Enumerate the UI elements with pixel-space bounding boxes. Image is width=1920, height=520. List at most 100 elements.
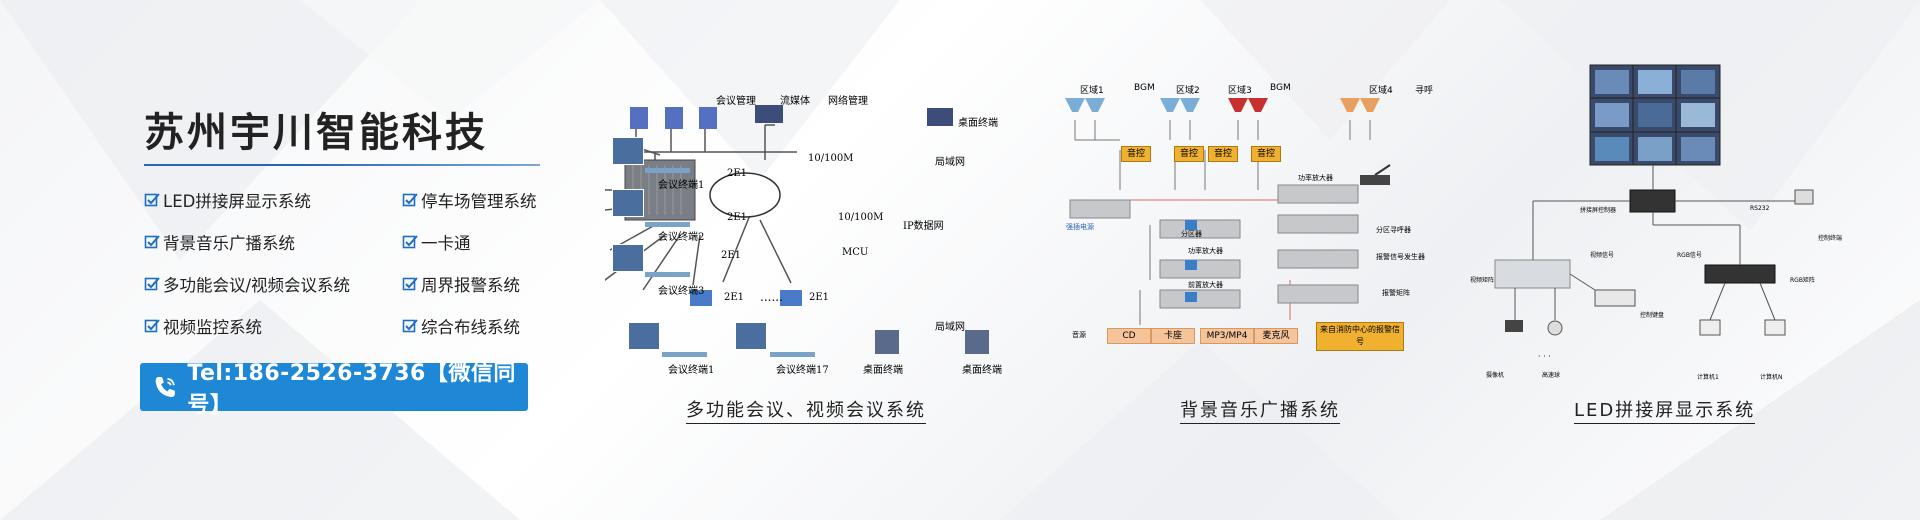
feature-label: 视频监控系统	[163, 318, 262, 337]
conf-server-label-3: 网络管理	[828, 96, 868, 107]
volume-control-2: 音控	[1174, 146, 1204, 162]
bgm-2: BGM	[1270, 83, 1291, 93]
feature-item: 多功能会议/视频会议系统	[144, 272, 350, 296]
tel-banner[interactable]: Tel:186-2526-3736【微信同号】	[140, 361, 528, 418]
feature-label: 一卡通	[421, 234, 471, 253]
checkbox-icon	[402, 234, 418, 250]
led-keyboard: 控制键盘	[1640, 312, 1665, 319]
bgm-1: BGM	[1134, 83, 1155, 93]
zone-pager: 分区寻呼器	[1376, 226, 1411, 234]
paging-label: 寻呼	[1415, 86, 1434, 96]
source-cd: CD	[1107, 328, 1151, 344]
conf-e1-1: 2E1	[727, 168, 748, 179]
zone-1: 区域1	[1080, 86, 1104, 96]
led-pcn: 计算机N	[1760, 374, 1783, 381]
feature-item: 停车场管理系统	[402, 188, 537, 212]
source-tape: 卡座	[1151, 328, 1195, 344]
terminal-icon	[735, 322, 767, 350]
conf-mcu: MCU	[842, 247, 869, 258]
led-video-matrix: 视频矩阵	[1470, 277, 1495, 284]
splitter: 分区器	[1181, 230, 1202, 238]
feature-label: 周界报警系统	[421, 276, 520, 295]
conf-terminal-b17: 会议终端17	[776, 365, 829, 376]
feature-item: 综合布线系统	[402, 314, 520, 338]
led-dome: 高速球	[1542, 372, 1561, 379]
terminal-icon	[612, 244, 644, 272]
led-dots: · · ·	[1538, 352, 1551, 361]
tel-text: Tel:186-2526-3736【微信同号】	[187, 361, 516, 418]
volume-control-1: 音控	[1121, 146, 1151, 162]
conf-e1-4: 2E1	[724, 292, 745, 303]
feature-item: 一卡通	[402, 230, 471, 254]
source-label: 音源	[1072, 331, 1086, 339]
checkbox-icon	[144, 192, 160, 208]
fire-alarm-source: 来自消防中心的报警信号	[1316, 322, 1404, 351]
zone-4: 区域4	[1369, 86, 1393, 96]
conf-terminal-2: 会议终端2	[658, 232, 705, 243]
device-icon	[662, 352, 707, 357]
conf-server-label-2: 流媒体	[780, 96, 810, 107]
source-mp3: MP3/MP4	[1200, 328, 1254, 344]
alarm-matrix: 报警矩阵	[1382, 289, 1410, 297]
conf-terminal-1: 会议终端1	[658, 180, 705, 191]
checkbox-icon	[144, 276, 160, 292]
conf-desktop-b1: 桌面终端	[863, 365, 903, 376]
feature-item: 视频监控系统	[144, 314, 262, 338]
title-underline	[144, 164, 540, 166]
caption-audio: 背景音乐广播系统	[1180, 396, 1340, 424]
feature-label: LED拼接屏显示系统	[163, 192, 311, 211]
power-amp-2: 功率放大器	[1188, 247, 1223, 255]
laptop-icon	[927, 108, 953, 126]
caption-led: LED拼接屏显示系统	[1574, 396, 1756, 424]
led-controller: 拼接屏控制器	[1580, 207, 1617, 214]
led-rgb-matrix: RGB矩阵	[1790, 277, 1815, 284]
device-icon	[645, 272, 690, 277]
conf-terminal-3: 会议终端3	[658, 286, 705, 297]
device-icon	[645, 222, 690, 227]
led-diagram	[1494, 64, 1814, 336]
led-rgb-signal: RGB信号	[1677, 252, 1702, 259]
power-amp: 功率放大器	[1298, 174, 1333, 182]
checkbox-icon	[402, 318, 418, 334]
checkbox-icon	[144, 318, 160, 334]
desktop-icon	[965, 330, 989, 354]
speaker-icons	[1065, 98, 1380, 112]
feature-item: 背景音乐广播系统	[144, 230, 295, 254]
checkbox-icon	[402, 276, 418, 292]
zone-3: 区域3	[1228, 86, 1252, 96]
device-icon	[645, 168, 690, 173]
led-camera: 摄像机	[1486, 372, 1505, 379]
volume-control-3: 音控	[1208, 146, 1238, 162]
preamp: 前置放大器	[1188, 281, 1223, 289]
conf-e1-5: 2E1	[809, 292, 830, 303]
conf-lan-top: 局域网	[935, 157, 965, 168]
feature-label: 背景音乐广播系统	[163, 234, 295, 253]
conf-link-ip: 10/100M	[838, 212, 884, 223]
terminal-icon	[612, 189, 644, 217]
conf-dots: ......	[760, 290, 783, 304]
feature-label: 停车场管理系统	[421, 192, 537, 211]
zone-2: 区域2	[1176, 86, 1200, 96]
conf-server-label-1: 会议管理	[716, 96, 756, 107]
caption-conference: 多功能会议、视频会议系统	[686, 396, 926, 424]
led-rs232: RS232	[1750, 205, 1770, 212]
checkbox-icon	[402, 192, 418, 208]
led-pc1: 计算机1	[1697, 374, 1719, 381]
server-icons	[630, 107, 717, 129]
terminal-icon	[628, 322, 660, 350]
device-icon	[770, 352, 815, 357]
conf-desktop-b2: 桌面终端	[962, 365, 1002, 376]
alarm-generator: 报警信号发生器	[1376, 253, 1425, 261]
conf-ip-cloud: IP数据网	[903, 221, 944, 232]
feature-label: 综合布线系统	[421, 318, 520, 337]
conf-link-top: 10/100M	[808, 153, 854, 164]
volume-control-4: 音控	[1251, 146, 1281, 162]
conf-terminal-b1: 会议终端1	[668, 365, 715, 376]
desktop-icon	[875, 330, 899, 354]
conf-e1-2: 2E1	[727, 212, 748, 223]
source-mic: 麦克风	[1254, 328, 1298, 344]
conf-desktop-top: 桌面终端	[958, 118, 998, 129]
checkbox-icon	[144, 234, 160, 250]
company-name: 苏州宇川智能科技	[144, 110, 488, 156]
forced-power: 强插电源	[1066, 223, 1094, 231]
